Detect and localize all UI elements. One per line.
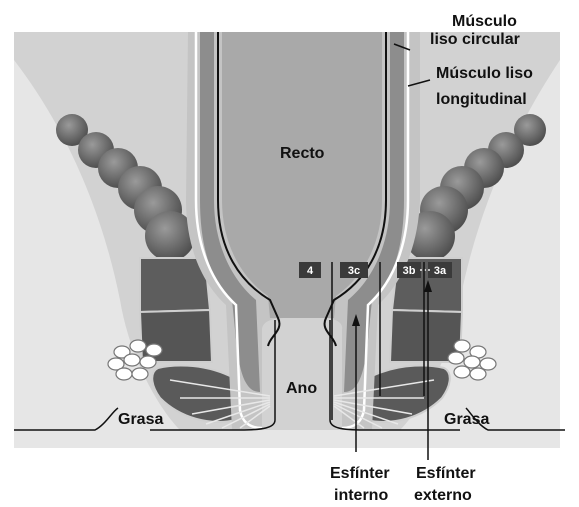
grade-tag-4-text: 4 (307, 265, 314, 277)
label-ano: Ano (286, 380, 317, 397)
label-musculo-longitudinal-1: Músculo liso (436, 65, 533, 82)
grade-tag-4: 4 (299, 262, 321, 278)
grade-tag-3a: 3a (428, 262, 452, 278)
label-esfinter-interno-2: interno (334, 487, 388, 504)
grade-tag-3b: 3b (397, 262, 421, 278)
label-musculo-circular-1: Músculo (452, 13, 517, 30)
label-esfinter-externo-1: Esfínter (416, 465, 476, 482)
grade-tag-3c-text: 3c (348, 265, 360, 277)
label-grasa-right: Grasa (444, 411, 489, 428)
label-esfinter-externo-2: externo (414, 487, 472, 504)
label-recto: Recto (280, 145, 325, 162)
label-musculo-longitudinal-2: longitudinal (436, 91, 527, 108)
label-musculo-circular-2: liso circular (430, 31, 520, 48)
label-esfinter-interno-1: Esfínter (330, 465, 390, 482)
grade-tag-3b-text: 3b (403, 265, 416, 277)
grade-tag-3c: 3c (340, 262, 368, 278)
grade-tag-3a-text: 3a (434, 265, 447, 277)
label-grasa-left: Grasa (118, 411, 163, 428)
